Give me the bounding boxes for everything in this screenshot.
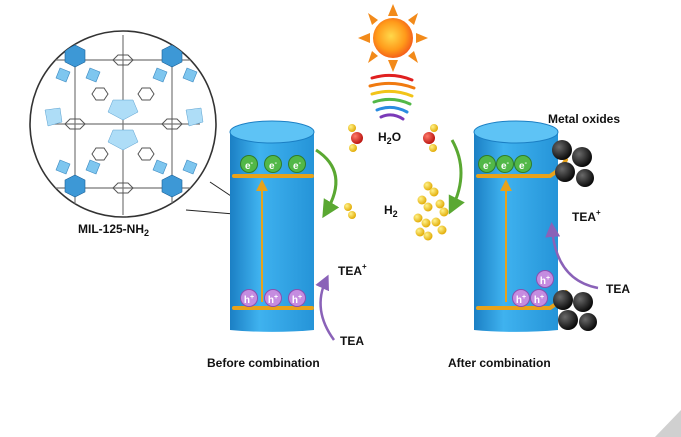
water-molecule-left <box>348 124 363 152</box>
hole: h+ <box>512 289 530 307</box>
hole: h+ <box>264 289 282 307</box>
oxidation-arrow-left <box>315 274 336 341</box>
hole: h+ <box>530 289 548 307</box>
water-molecule-right <box>423 124 438 152</box>
metal-oxides-label: Metal oxides <box>548 112 621 126</box>
metal-oxide-top <box>552 140 594 187</box>
electron: e- <box>264 155 282 173</box>
before-combination-label: Before combination <box>207 356 320 370</box>
conduction-band-right <box>476 174 550 178</box>
tea-plus-label-right: TEA+ <box>572 208 601 224</box>
hole: h+ <box>240 289 258 307</box>
h2o-label: H2O <box>378 130 402 146</box>
mof-label: MIL-125-NH2 <box>78 222 150 238</box>
h2-molecule-left <box>344 203 356 219</box>
page-corner <box>655 410 681 437</box>
h2-cluster <box>413 181 449 241</box>
conduction-band <box>232 174 314 178</box>
oxidation-arrow-right <box>545 222 599 290</box>
hole: h+ <box>536 270 554 288</box>
valence-band <box>232 306 314 310</box>
mof-structure-icon <box>29 30 217 218</box>
metal-oxide-bottom <box>553 290 597 331</box>
h2-label: H2 <box>384 203 398 219</box>
left-cylinder <box>229 120 315 332</box>
reduction-arrow-right <box>448 139 465 215</box>
tea-label-left: TEA <box>340 334 364 348</box>
electron: e- <box>514 155 532 173</box>
after-combination-label: After combination <box>448 356 551 370</box>
light-wave-icon <box>368 73 416 121</box>
electron: e- <box>240 155 258 173</box>
reduction-arrow-left <box>315 148 340 219</box>
tea-label-right: TEA <box>606 282 630 296</box>
valence-band-right <box>476 306 550 310</box>
sun-icon <box>358 4 428 72</box>
electron: e- <box>288 155 306 173</box>
electron: e- <box>478 155 496 173</box>
electron: e- <box>496 155 514 173</box>
tea-plus-label-left: TEA+ <box>338 262 367 278</box>
hole: h+ <box>288 289 306 307</box>
